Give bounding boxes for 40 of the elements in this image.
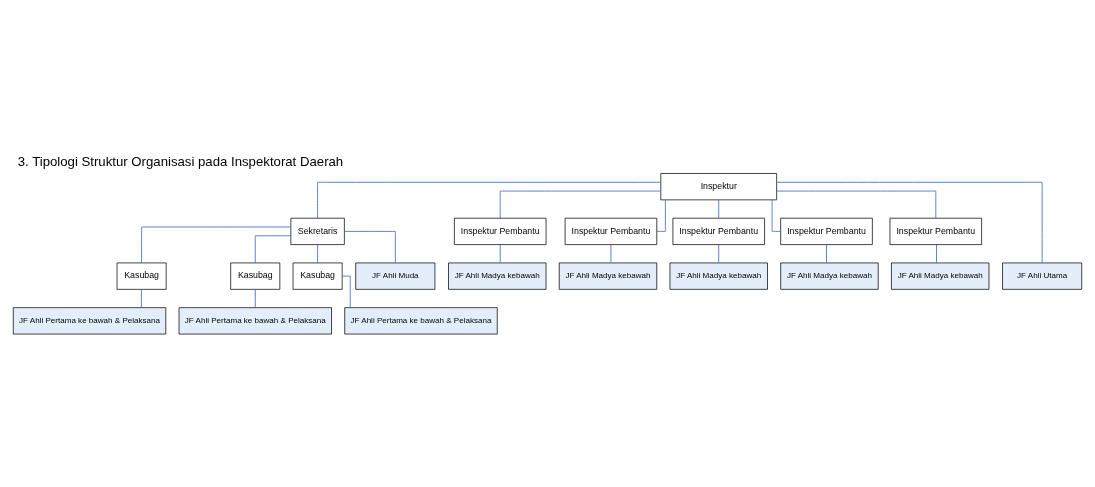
node-box: JF Ahli Pertama ke bawah & Pelaksana bbox=[178, 307, 332, 335]
connector bbox=[141, 289, 142, 308]
node-box: Inspektur Pembantu bbox=[889, 217, 982, 245]
connector bbox=[718, 244, 720, 264]
node-box: Kasubag bbox=[116, 262, 167, 290]
connector bbox=[317, 244, 319, 264]
node-box: JF Ahli Pertama ke bawah & Pelaksana bbox=[12, 307, 167, 335]
node-box: JF Ahli Utama bbox=[1002, 262, 1083, 290]
connector bbox=[936, 244, 937, 264]
connector bbox=[317, 181, 662, 219]
node-box: Inspektur Pembantu bbox=[454, 217, 547, 245]
connector bbox=[499, 190, 662, 219]
connector bbox=[776, 190, 937, 219]
node-box: Kasubag bbox=[292, 262, 343, 290]
node-box: JF Ahli Muda bbox=[355, 262, 436, 290]
diagram-title: 3. Tipologi Struktur Organisasi pada Inspektorat Daerah bbox=[17, 154, 344, 170]
connector bbox=[499, 244, 501, 264]
node-box: JF Ahli Pertama ke bawah & Pelaksana bbox=[344, 307, 498, 335]
node-box: Inspektur Pembantu bbox=[672, 217, 765, 245]
node-box: Sekretaris bbox=[290, 217, 345, 245]
node-box: Inspektur bbox=[660, 173, 778, 201]
connector bbox=[254, 235, 292, 264]
connector bbox=[341, 275, 351, 308]
connector bbox=[826, 244, 827, 264]
node-box: JF Ahli Madya kebawah bbox=[891, 262, 990, 290]
connector bbox=[656, 199, 666, 232]
node-box: JF Ahli Madya kebawah bbox=[448, 262, 547, 290]
connector bbox=[776, 181, 1043, 264]
node-box: Kasubag bbox=[230, 262, 281, 290]
node-box: Inspektur Pembantu bbox=[564, 217, 658, 245]
node-box: JF Ahli Madya kebawah bbox=[558, 262, 658, 290]
connector bbox=[141, 226, 292, 264]
node-box: JF Ahli Madya kebawah bbox=[780, 262, 879, 290]
node-box: Inspektur Pembantu bbox=[780, 217, 873, 245]
connector bbox=[254, 289, 256, 308]
node-box: JF Ahli Madya kebawah bbox=[669, 262, 768, 290]
connector bbox=[344, 230, 396, 264]
connector bbox=[771, 199, 782, 232]
connector bbox=[610, 244, 612, 264]
connector bbox=[718, 199, 720, 219]
